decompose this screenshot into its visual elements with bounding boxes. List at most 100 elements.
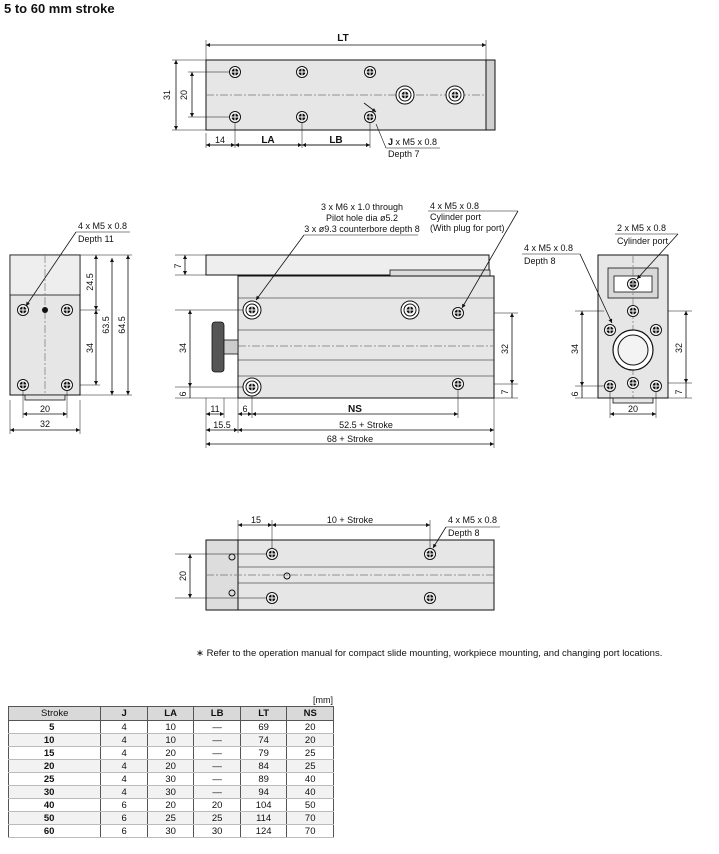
tap-hole-icon — [61, 379, 73, 391]
tap-hole-icon — [296, 66, 308, 78]
dim-20: 20 — [178, 571, 188, 581]
tap-hole-icon — [650, 380, 662, 392]
cell: — — [193, 772, 241, 786]
tap-hole-icon — [424, 548, 436, 560]
cell: 4 — [100, 746, 148, 760]
table-row: 5 4 10 — 69 20 — [7, 720, 334, 734]
cell: 20 — [146, 759, 195, 773]
counterbore-hole-icon — [242, 300, 262, 320]
dim-stroke: 10 + Stroke — [327, 515, 373, 525]
thru-label: Pilot hole dia ø5.2 — [326, 213, 398, 223]
dim-20: 20 — [40, 404, 50, 414]
cell: — — [193, 733, 241, 747]
cell: 50 — [286, 798, 334, 812]
dim-14: 14 — [215, 135, 225, 145]
tap-hole-icon — [17, 379, 29, 391]
cell: 20 — [286, 720, 334, 734]
cell: 94 — [239, 785, 288, 799]
right-view: 4 x M5 x 0.8 Depth 8 2 x M5 x 0.8 Cylind… — [522, 223, 692, 418]
cell: 79 — [239, 746, 288, 760]
cell: 124 — [239, 824, 288, 838]
top-view: LT 31 20 14 LA LB J x M5 x 0.8 Depth 7 — [162, 33, 496, 159]
dim-52-5: 52.5 + Stroke — [339, 420, 393, 430]
tap-hole-icon — [604, 380, 616, 392]
dim-64-5: 64.5 — [117, 316, 127, 334]
dim-7: 7 — [674, 389, 684, 394]
table-row: 25 4 30 — 89 40 — [7, 772, 334, 786]
cell: 10 — [7, 733, 102, 747]
dim-la: LA — [261, 135, 274, 146]
port-label: (With plug for port) — [430, 223, 505, 233]
tap-label: J x M5 x 0.8 — [388, 137, 437, 147]
cell: 84 — [239, 759, 288, 773]
tap-hole-icon — [229, 66, 241, 78]
dim-34: 34 — [85, 343, 95, 353]
cell: 25 — [146, 811, 195, 825]
table-row: 60 6 30 30 124 70 — [7, 824, 334, 838]
dim-6: 6 — [242, 404, 247, 414]
port-label: Cylinder port — [430, 212, 482, 222]
dim-7: 7 — [500, 389, 510, 394]
tap-hole-icon — [266, 592, 278, 604]
counterbore-hole-icon — [400, 300, 420, 320]
unit-label: [mm] — [313, 695, 333, 705]
port-label: 4 x M5 x 0.8 — [430, 201, 479, 211]
cell: 25 — [7, 772, 102, 786]
port-label: 2 x M5 x 0.8 — [617, 223, 666, 233]
col-lt: LT — [239, 706, 288, 721]
cell: 40 — [286, 785, 334, 799]
port-hole-icon — [627, 377, 639, 389]
dim-32: 32 — [674, 343, 684, 353]
cell: 4 — [100, 785, 148, 799]
table-row: 40 6 20 20 104 50 — [7, 798, 334, 812]
dim-15: 15 — [251, 515, 261, 525]
tap-hole-icon — [364, 111, 376, 123]
cell: 15 — [7, 746, 102, 760]
thru-label: 3 x ø9.3 counterbore depth 8 — [304, 224, 420, 234]
dim-15-5: 15.5 — [213, 420, 231, 430]
dim-6: 6 — [178, 391, 188, 396]
cell: 25 — [193, 811, 241, 825]
cell: 25 — [286, 746, 334, 760]
cell: 20 — [146, 746, 195, 760]
tap-depth: Depth 8 — [448, 528, 480, 538]
table-row: 10 4 10 — 74 20 — [7, 733, 334, 747]
cell: 69 — [239, 720, 288, 734]
dim-lt: LT — [337, 33, 348, 44]
bottom-view: 15 10 + Stroke 4 x M5 x 0.8 Depth 8 20 — [175, 515, 500, 611]
tap-hole-icon — [229, 111, 241, 123]
counterbore-hole-icon — [445, 85, 465, 105]
col-ns: NS — [286, 706, 334, 721]
dim-20: 20 — [179, 90, 189, 100]
cell: 74 — [239, 733, 288, 747]
col-la: LA — [146, 706, 195, 721]
tap-hole-icon — [17, 304, 29, 316]
cell: 25 — [286, 759, 334, 773]
dim-20: 20 — [628, 404, 638, 414]
dim-32: 32 — [40, 419, 50, 429]
dim-ns: NS — [348, 404, 362, 415]
cell: 70 — [286, 824, 334, 838]
operation-note: ∗ Refer to the operation manual for comp… — [196, 648, 663, 659]
cell: 70 — [286, 811, 334, 825]
tap-label: 4 x M5 x 0.8 — [78, 221, 127, 231]
tap-hole-icon — [650, 324, 662, 336]
cell: 30 — [193, 824, 241, 838]
dim-68: 68 + Stroke — [327, 434, 373, 444]
table-row: 30 4 30 — 94 40 — [7, 785, 334, 799]
dim-7: 7 — [173, 263, 183, 268]
cell: — — [193, 785, 241, 799]
front-view: 3 x M6 x 1.0 through Pilot hole dia ø5.2… — [173, 201, 519, 448]
cell: 20 — [7, 759, 102, 773]
tap-hole-icon — [364, 66, 376, 78]
cell: 5 — [7, 720, 102, 734]
tap-label: 4 x M5 x 0.8 — [524, 243, 573, 253]
cell: 20 — [193, 798, 241, 812]
port-hole-icon — [452, 378, 464, 390]
col-j: J — [100, 706, 148, 721]
cell: 114 — [239, 811, 288, 825]
table-row: 50 6 25 25 114 70 — [7, 811, 334, 825]
left-view: 4 x M5 x 0.8 Depth 11 24.5 34 63.5 64.5 … — [9, 221, 132, 434]
cell: — — [193, 746, 241, 760]
